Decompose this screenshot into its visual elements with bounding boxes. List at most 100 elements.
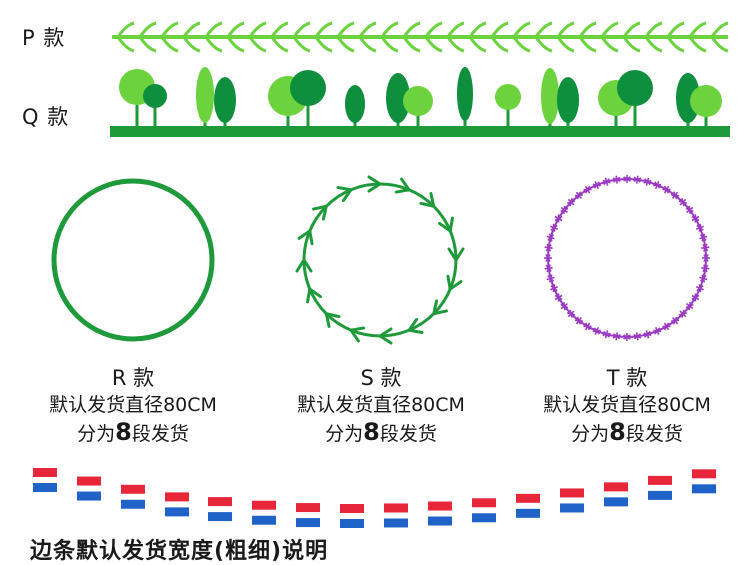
t-star: [671, 319, 680, 322]
circle-t: [544, 175, 710, 341]
flag-blue: [121, 499, 145, 509]
caption-r-line2: 分为8段发货: [77, 418, 189, 446]
t-star: [550, 224, 558, 231]
flag-red: [340, 503, 364, 513]
vine-leaf: [534, 36, 553, 53]
tree-crown: [557, 77, 579, 123]
t-star: [612, 177, 621, 182]
vine-leaf: [468, 21, 487, 38]
t-star: [633, 334, 642, 339]
t-star: [613, 333, 621, 340]
t-star: [685, 303, 694, 309]
flag-red: [516, 493, 540, 503]
flag-red: [296, 503, 320, 513]
vine-leaf: [688, 36, 707, 53]
flag-blue: [516, 508, 540, 518]
circle-s: [295, 175, 465, 345]
caption-t: T 款 默认发货直径80CM 分为8段发货: [517, 365, 737, 448]
t-star: [696, 285, 704, 292]
tree-crown: [403, 86, 433, 116]
s-arrow-leaf: [295, 257, 313, 273]
flag-blue: [384, 518, 408, 528]
caption-t-line1: 默认发货直径80CM: [543, 394, 711, 416]
s-arrow-leaf: [348, 326, 366, 343]
flag-blue: [692, 484, 716, 494]
t-star: [603, 330, 610, 338]
s-arrow-leaf: [306, 286, 322, 304]
vine-leaf: [600, 21, 619, 38]
vine-leaf: [116, 21, 135, 38]
vine-leaf: [248, 36, 267, 53]
t-star: [699, 275, 707, 282]
t-star: [654, 181, 661, 189]
vine-leaf: [226, 21, 245, 38]
t-star: [691, 294, 700, 301]
flag-red: [252, 500, 276, 510]
t-star: [548, 274, 553, 283]
s-arrow-leaf: [447, 247, 465, 263]
flag-red: [604, 482, 628, 492]
t-star: [552, 284, 556, 293]
vine-border-p: [112, 21, 729, 53]
t-star: [681, 198, 685, 207]
vine-leaf: [270, 21, 289, 38]
flag-red: [33, 468, 57, 477]
t-star: [633, 176, 641, 183]
vine-leaf: [622, 21, 641, 38]
vine-leaf: [380, 36, 399, 53]
t-star: [703, 243, 708, 252]
flag-blue: [560, 503, 584, 513]
s-arrow-leaf: [324, 311, 341, 328]
flag-red: [560, 488, 584, 498]
t-star: [701, 233, 706, 242]
t-star: [546, 264, 551, 273]
caption-t-line2: 分为8段发货: [571, 418, 683, 446]
vine-leaf: [600, 36, 619, 53]
tree-crown: [143, 84, 167, 108]
vine-leaf: [556, 21, 575, 38]
vine-leaf: [292, 36, 311, 53]
vine-leaf: [578, 21, 597, 38]
s-arrow-leaf: [438, 216, 454, 234]
s-arrow-leaf: [367, 175, 383, 193]
vine-leaf: [248, 21, 267, 38]
vine-leaf: [204, 36, 223, 53]
vine-leaf: [314, 36, 333, 53]
vine-leaf: [446, 21, 465, 38]
vine-leaf: [160, 21, 179, 38]
flag-blue: [428, 516, 452, 526]
flag-blue: [165, 507, 189, 517]
vine-leaf: [160, 36, 179, 53]
vine-leaf: [314, 21, 333, 38]
p-label: P 款: [22, 26, 66, 50]
caption-r-title: R 款: [111, 366, 155, 390]
s-arrow-leaf: [419, 192, 436, 209]
s-arrow-leaf: [312, 204, 329, 221]
s-arrow-leaf: [406, 318, 424, 334]
t-star: [567, 200, 576, 204]
s-arrow-leaf: [431, 299, 448, 316]
t-star: [576, 316, 582, 325]
vine-leaf: [402, 21, 421, 38]
vine-leaf: [666, 21, 685, 38]
flag-blue: [33, 483, 57, 492]
vine-leaf: [710, 21, 729, 38]
vine-leaf: [556, 36, 575, 53]
caption-r-line1: 默认发货直径80CM: [49, 394, 217, 416]
t-star: [623, 334, 631, 340]
t-star: [547, 234, 555, 241]
vine-leaf: [534, 21, 553, 38]
vine-leaf: [490, 36, 509, 53]
tree-crown: [690, 85, 722, 117]
q-label: Q 款: [22, 105, 70, 129]
t-star: [554, 215, 563, 222]
vine-leaf: [138, 36, 157, 53]
flag-red: [692, 469, 716, 479]
caption-r: R 款 默认发货直径80CM 分为8段发货: [23, 365, 243, 448]
vine-leaf: [336, 36, 355, 53]
flag-blue: [252, 515, 276, 525]
ground-bar: [110, 126, 730, 137]
vine-leaf: [446, 36, 465, 53]
flag-blue: [472, 513, 496, 523]
s-arrow-leaf: [297, 228, 314, 246]
